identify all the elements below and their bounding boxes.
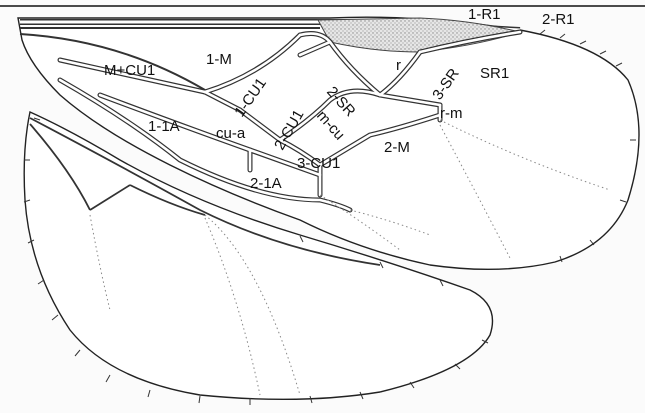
label-3-cu1: 3-CU1 <box>297 155 341 172</box>
forewing-outline <box>17 16 640 271</box>
label-2-1a: 2-1A <box>250 175 282 192</box>
label-1-r1: 1-R1 <box>468 6 501 23</box>
hindwing-outline <box>23 111 494 401</box>
label-2-m: 2-M <box>384 139 410 156</box>
forewing-faint-veins <box>319 119 611 259</box>
label-1-1a: 1-1A <box>148 118 180 135</box>
label-m-cu1: M+CU1 <box>104 62 156 79</box>
label-1-m: 1-M <box>206 51 232 68</box>
label-2-r1: 2-R1 <box>542 11 575 28</box>
label-sr1: SR1 <box>480 65 510 82</box>
hindwing-faint-veins <box>89 214 301 396</box>
label-cu-a: cu-a <box>216 125 246 142</box>
hindwing-veins <box>29 117 381 266</box>
label-r-m: r-m <box>440 105 463 122</box>
margin-setae <box>23 29 636 405</box>
label-r: r <box>396 57 401 74</box>
